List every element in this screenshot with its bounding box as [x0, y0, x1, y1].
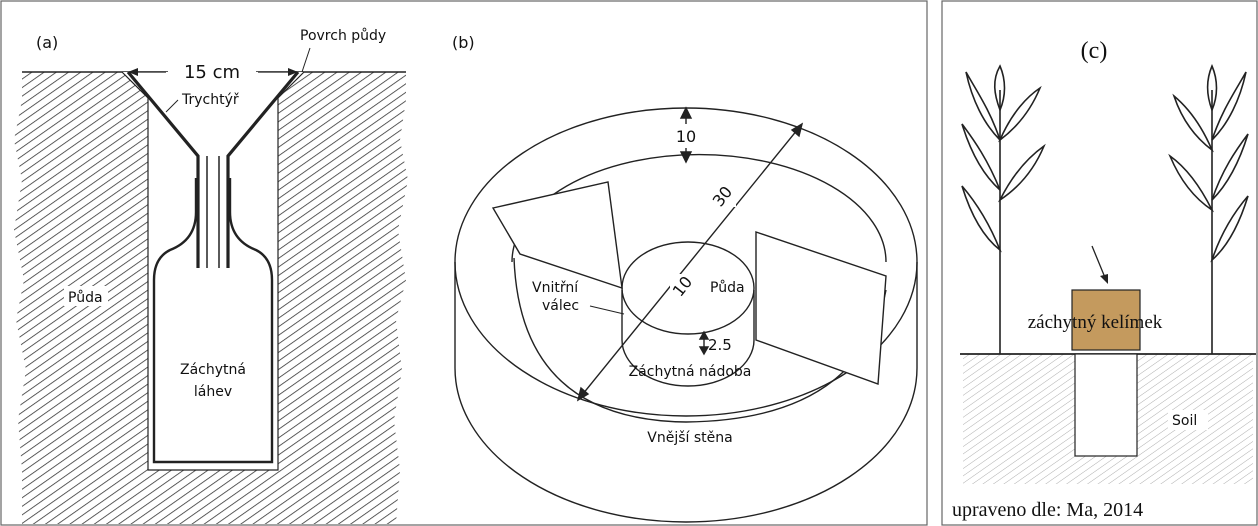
dim-top-arrowhead: [679, 106, 693, 119]
outer-cylinder-bottom: [454, 367, 918, 523]
vane-left: [491, 181, 623, 290]
collection-bottle: [152, 178, 274, 464]
plant-left: [961, 64, 1046, 354]
bottle-label-1: Záchytná: [180, 362, 246, 378]
credit-label: upraveno dle: Ma, 2014: [952, 499, 1143, 521]
inner-cylinder-label-1: Vnitřní: [532, 280, 579, 296]
collection-cup: [1071, 289, 1141, 351]
panel-b: (b) 10 30 10 2.5: [452, 33, 918, 523]
cup-hole: [1074, 353, 1138, 457]
dim-height-label: 2.5: [708, 336, 732, 354]
inner-soil-label: Půda: [710, 280, 745, 296]
dim-diag-outer: [577, 123, 803, 401]
inner-cylinder-label-2: válec: [542, 298, 579, 314]
surface-pointer: [301, 47, 311, 73]
dim-top-label: 10: [676, 127, 696, 146]
soil-label: Půda: [68, 290, 103, 306]
plant-right: [1168, 63, 1249, 354]
dim-top-arrowhead: [679, 151, 693, 164]
width-label: 15 cm: [184, 62, 240, 83]
width-arrowhead: [128, 68, 138, 76]
inner-cylinder-bottom: [621, 339, 755, 387]
dim-diag-arrowhead: [576, 386, 590, 402]
cup-label: záchytný kelímek: [1028, 312, 1163, 333]
funnel: [126, 70, 300, 268]
panel-a-label: (a): [36, 33, 58, 52]
trap-vessel-label: Záchytná nádoba: [629, 364, 752, 380]
panel-c-label: (c): [1081, 38, 1108, 64]
panel-c: (c) záchytný kelímek Soil: [952, 38, 1256, 521]
panel-b-label: (b): [452, 33, 475, 52]
funnel-label: Trychtýř: [181, 92, 239, 108]
bottle-label-2: láhev: [194, 384, 232, 400]
soil-label: Soil: [1172, 413, 1197, 429]
dim-diag-arrowhead: [790, 122, 804, 138]
width-arrowhead: [288, 68, 298, 76]
cup-pointer: [1091, 245, 1107, 281]
panel-ab-frame: [0, 0, 928, 526]
soil-hatched-area: [14, 72, 408, 524]
funnel-pointer: [165, 99, 179, 113]
vane-right: [755, 231, 887, 385]
inner-cylinder-pointer: [589, 305, 625, 315]
panel-c-frame: [941, 0, 1258, 526]
outer-wall-label: Vnější stěna: [647, 430, 732, 446]
surface-label: Povrch půdy: [300, 28, 386, 44]
panel-a: 15 cm Povrch půdy Trychtýř Půda Záchytná…: [14, 28, 408, 524]
